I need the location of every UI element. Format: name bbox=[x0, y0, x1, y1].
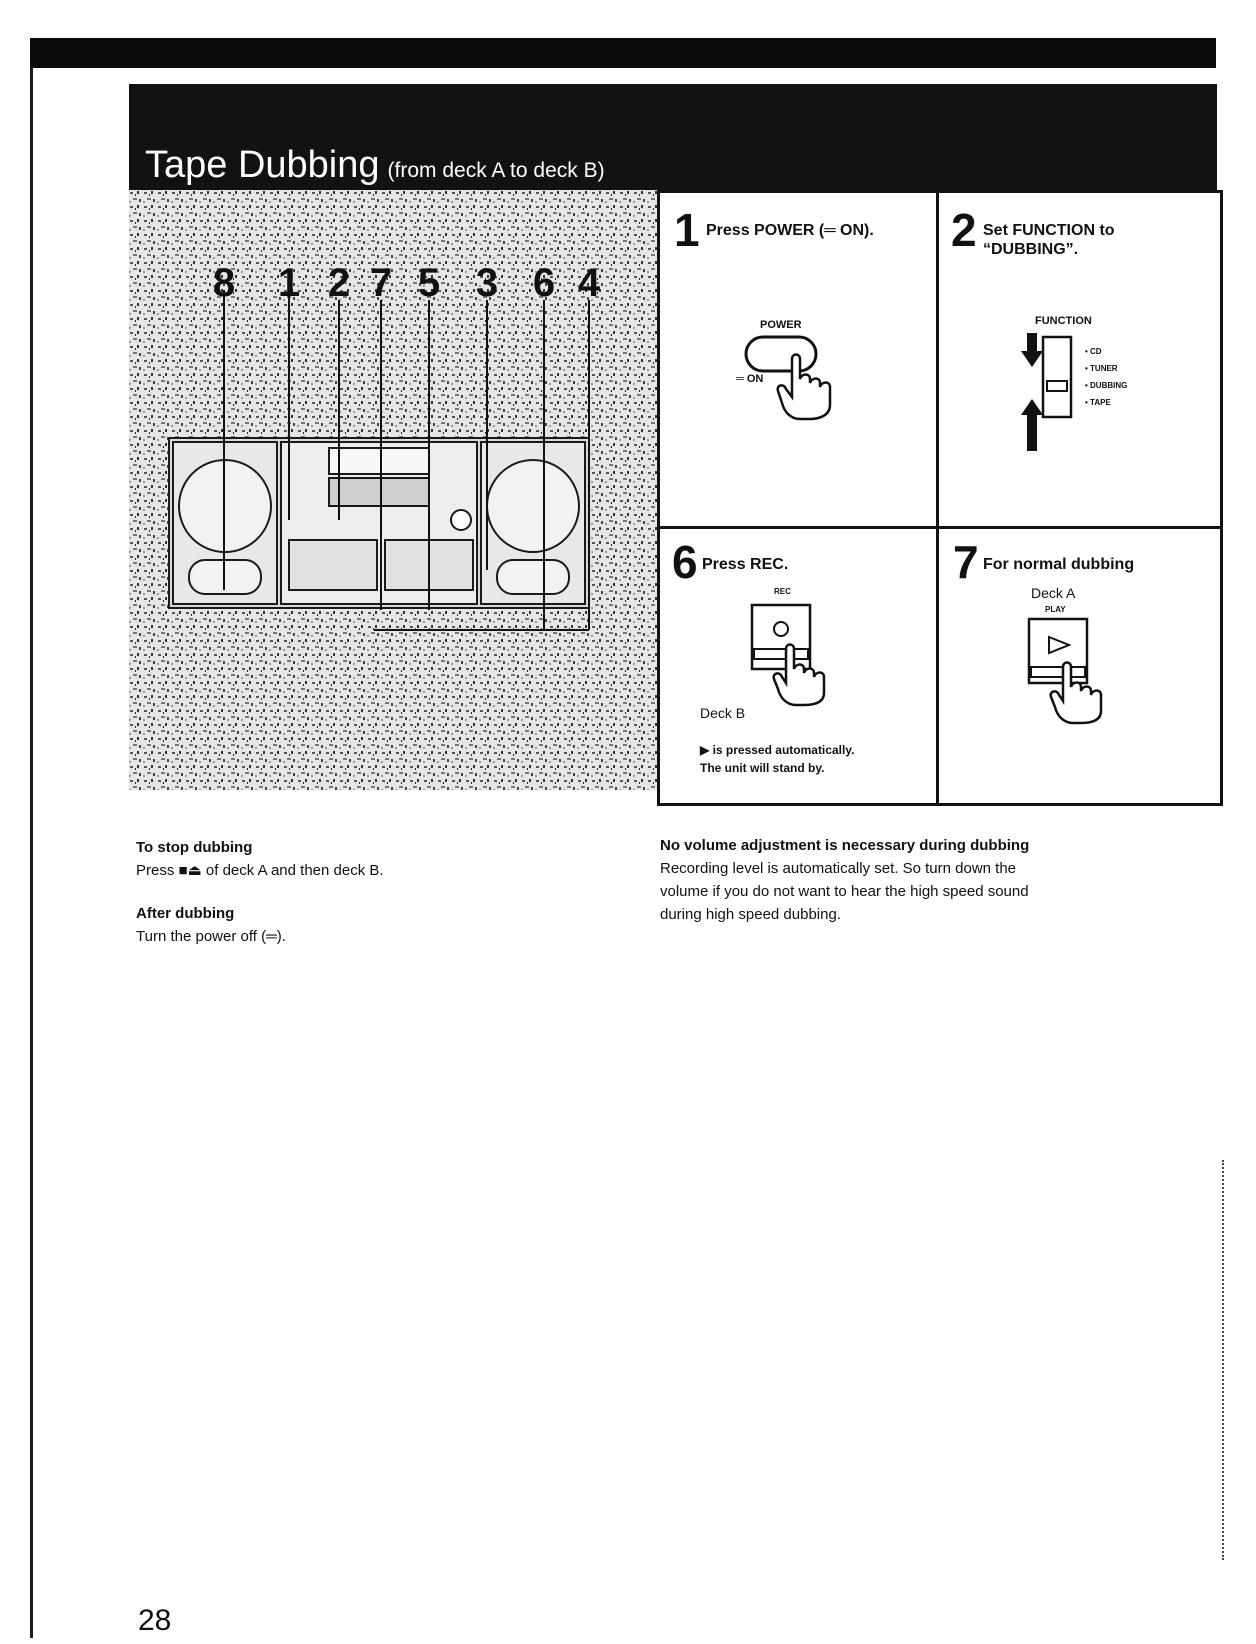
stop-dubbing-text: Press ■⏏ of deck A and then deck B. bbox=[136, 862, 384, 879]
note-line-2: The unit will stand by. bbox=[700, 761, 825, 775]
step-number: 2 bbox=[951, 204, 977, 256]
arrow-down-icon bbox=[1021, 333, 1043, 367]
step-1-panel: 1 Press POWER (═ ON). POWER ═ ON bbox=[660, 193, 936, 526]
page-title: Tape Dubbing (from deck A to deck B) bbox=[145, 144, 605, 187]
power-label: POWER bbox=[760, 319, 802, 331]
step-number: 1 bbox=[674, 204, 700, 256]
note-line-1: ▶ is pressed automatically. bbox=[700, 743, 855, 757]
stereo-illustration: 8 1 2 7 5 3 6 4 bbox=[129, 190, 657, 790]
deck-b-label: Deck B bbox=[700, 705, 746, 721]
hand-icon bbox=[776, 353, 832, 421]
volume-heading: No volume adjustment is necessary during… bbox=[660, 837, 1030, 854]
section-header: Tape Dubbing (from deck A to deck B) bbox=[129, 84, 1217, 190]
volume-note: No volume adjustment is necessary during… bbox=[660, 834, 1140, 926]
hand-icon bbox=[772, 643, 826, 707]
option-tape: • TAPE bbox=[1085, 398, 1111, 407]
on-label: ═ ON bbox=[736, 373, 764, 385]
left-margin-rule bbox=[30, 68, 33, 1638]
power-button-drawing bbox=[744, 335, 832, 421]
step-6-note: ▶ is pressed automatically. The unit wil… bbox=[700, 741, 854, 777]
volume-text-line-3: during high speed dubbing. bbox=[660, 906, 841, 923]
page-number: 28 bbox=[138, 1604, 172, 1637]
stop-dubbing-note: To stop dubbing Press ■⏏ of deck A and t… bbox=[136, 836, 384, 882]
after-dubbing-note: After dubbing Turn the power off (═). bbox=[136, 902, 286, 948]
step-number: 6 bbox=[672, 536, 698, 588]
grid-divider-horizontal bbox=[660, 526, 1220, 529]
step-instruction: Set FUNCTION to“DUBBING”. bbox=[983, 222, 1115, 259]
right-margin-marks bbox=[1222, 1160, 1227, 1560]
after-dubbing-heading: After dubbing bbox=[136, 905, 235, 922]
callout-2: 2 bbox=[328, 261, 350, 305]
callout-6: 6 bbox=[533, 261, 555, 305]
function-label: FUNCTION bbox=[1035, 315, 1092, 327]
option-cd: • CD bbox=[1085, 347, 1102, 356]
step-instruction: For normal dubbing bbox=[983, 556, 1135, 573]
callout-1: 1 bbox=[278, 261, 300, 305]
step-instruction: Press REC. bbox=[702, 556, 789, 573]
function-switch-drawing bbox=[1021, 333, 1073, 451]
step-6-panel: 6 Press REC. REC Deck B ▶ is pressed aut… bbox=[660, 529, 936, 803]
step-7-panel: 7 For normal dubbing Deck A PLAY bbox=[939, 529, 1223, 803]
volume-text-line-2: volume if you do not want to hear the hi… bbox=[660, 883, 1029, 900]
option-tuner: • TUNER bbox=[1085, 364, 1118, 373]
play-icon bbox=[1048, 635, 1072, 655]
title-text: Tape Dubbing bbox=[145, 144, 380, 186]
stop-dubbing-heading: To stop dubbing bbox=[136, 839, 253, 856]
callout-7: 7 bbox=[370, 261, 392, 305]
deck-a-label: Deck A bbox=[1031, 585, 1076, 601]
top-bar bbox=[30, 38, 1216, 68]
function-options: • CD • TUNER • DUBBING • TAPE bbox=[1085, 343, 1127, 411]
callout-4: 4 bbox=[578, 261, 601, 305]
play-label: PLAY bbox=[1045, 605, 1066, 614]
grid-divider-vertical bbox=[936, 193, 939, 803]
step-instruction: Press POWER (═ ON). bbox=[706, 222, 874, 239]
play-button-drawing bbox=[1027, 617, 1103, 725]
rec-label: REC bbox=[774, 587, 791, 596]
arrow-up-icon bbox=[1021, 399, 1043, 451]
title-subtitle: (from deck A to deck B) bbox=[387, 159, 605, 182]
callout-numbers: 8 1 2 7 5 3 6 4 bbox=[213, 261, 601, 305]
option-dubbing: • DUBBING bbox=[1085, 381, 1128, 390]
callout-8: 8 bbox=[213, 261, 235, 305]
volume-text-line-1: Recording level is automatically set. So… bbox=[660, 860, 1017, 877]
after-dubbing-text: Turn the power off (═). bbox=[136, 928, 286, 945]
steps-grid: 1 Press POWER (═ ON). POWER ═ ON 2 Set F… bbox=[657, 190, 1223, 806]
rec-button-drawing bbox=[750, 603, 826, 707]
step-2-panel: 2 Set FUNCTION to“DUBBING”. FUNCTION • C… bbox=[939, 193, 1223, 526]
callout-3: 3 bbox=[476, 261, 498, 305]
hand-icon bbox=[1049, 661, 1103, 725]
callout-5: 5 bbox=[418, 261, 440, 305]
step-number: 7 bbox=[953, 536, 979, 588]
